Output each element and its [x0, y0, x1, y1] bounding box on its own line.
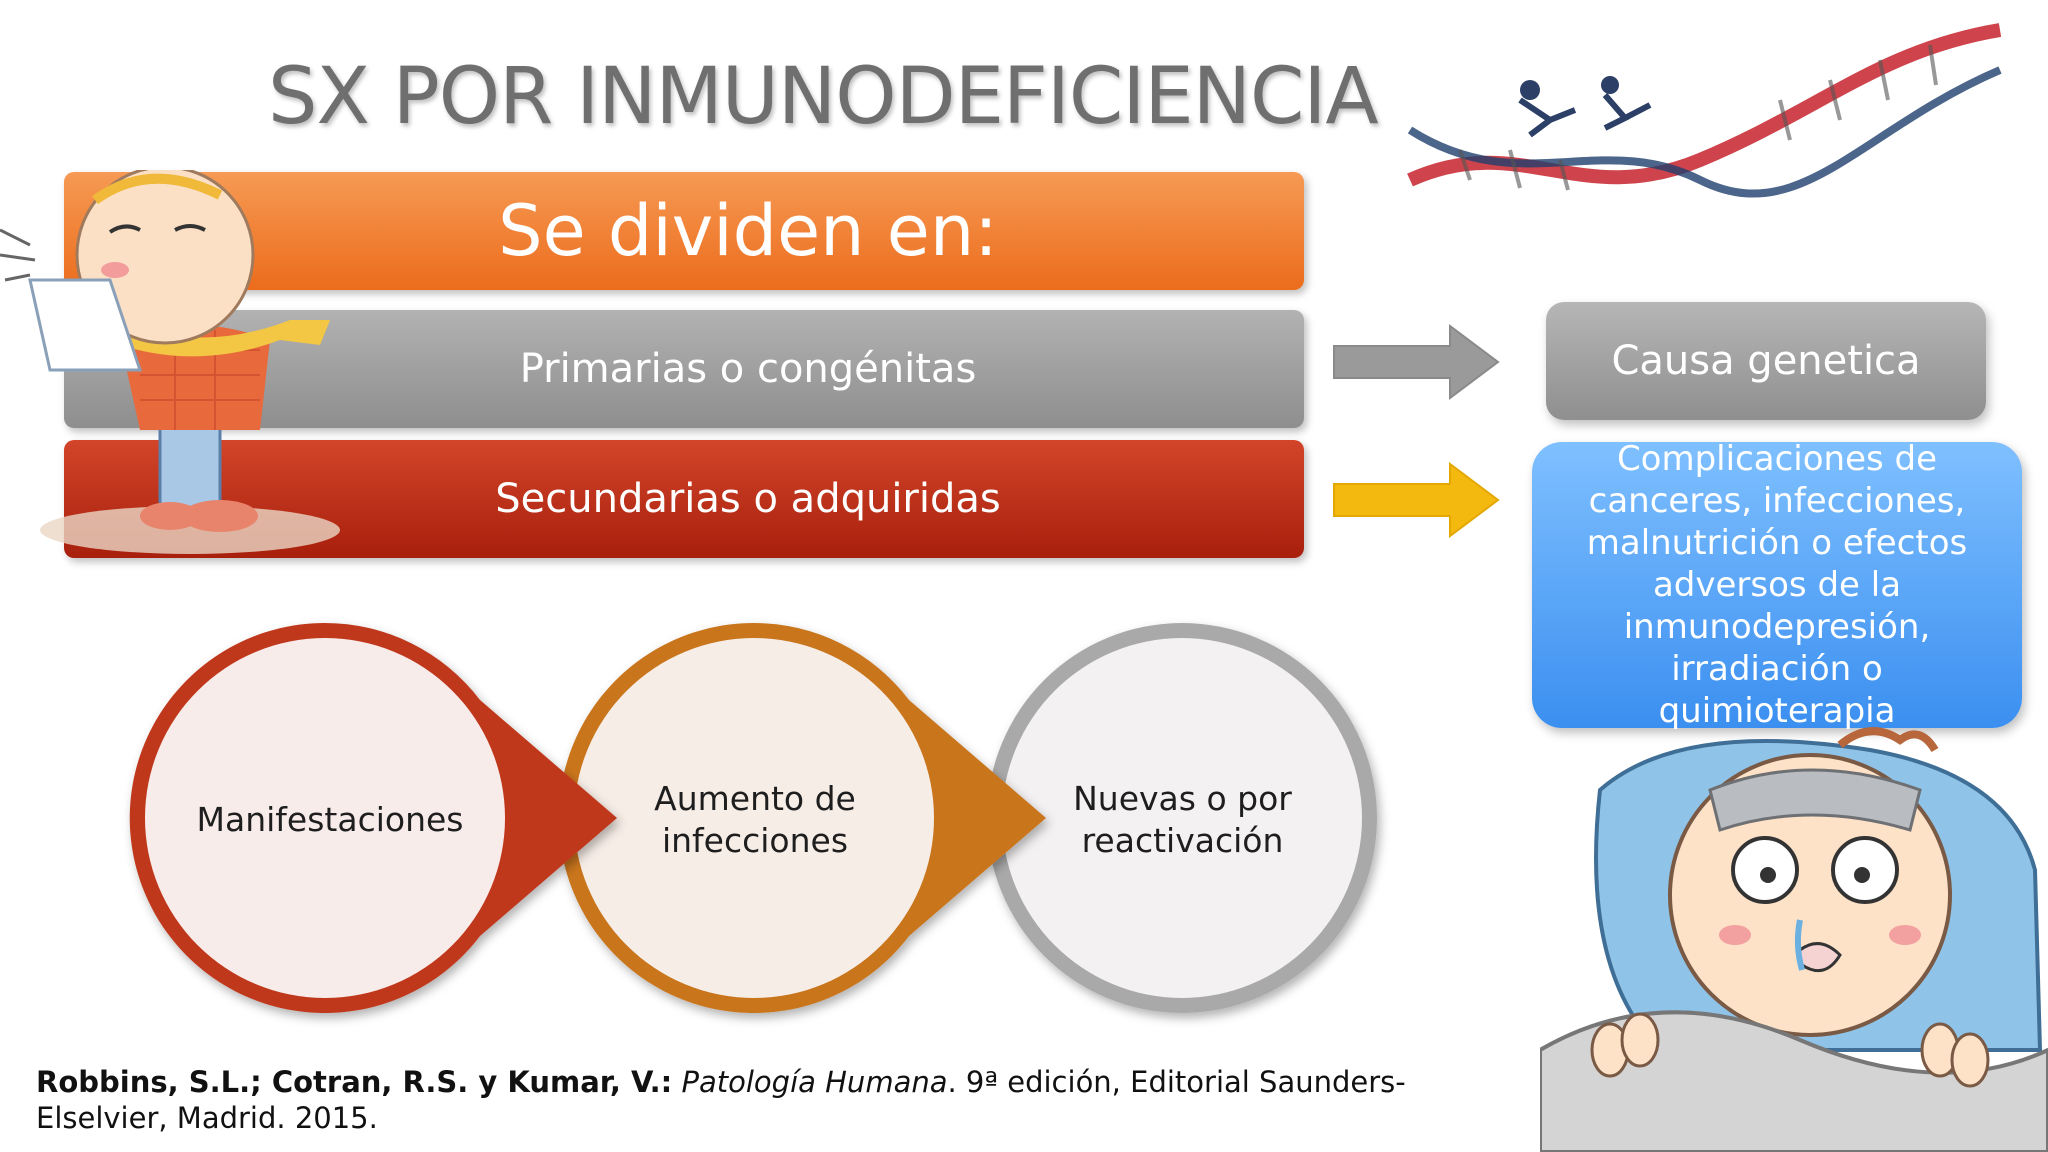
result-box-causa-genetica: Causa genetica	[1546, 302, 1986, 420]
slide-title: SX POR INMUNODEFICIENCIA	[268, 52, 1379, 142]
sneezing-child-illustration	[0, 170, 340, 554]
arrow-right-icon	[1333, 324, 1500, 400]
process-step-2	[558, 622, 1046, 1013]
process-step-1	[129, 622, 617, 1013]
reference-authors: Robbins, S.L.; Cotran, R.S. y Kumar, V.:	[36, 1065, 673, 1099]
reference-book-title: Patología Humana	[681, 1065, 948, 1099]
reference-details: . 9ª edición, Editorial Saunders-Elselvi…	[36, 1065, 1406, 1135]
arrow-right-icon	[1333, 462, 1500, 538]
process-step-2-label: Aumento de infecciones	[654, 779, 856, 860]
dna-helix-illustration	[1407, 23, 2002, 198]
reference-citation: Robbins, S.L.; Cotran, R.S. y Kumar, V.:…	[36, 1064, 1456, 1136]
header-bar: Se dividen en:	[64, 172, 1304, 290]
result-box-label: Causa genetica	[1611, 338, 1921, 384]
header-bar-label: Se dividen en:	[498, 190, 998, 272]
result-box-label: Complicaciones de canceres, infecciones,…	[1586, 439, 1968, 731]
process-step-1-label: Manifestaciones	[196, 800, 464, 839]
sick-child-in-bed-illustration	[1540, 727, 2048, 1152]
row-bar-label: Primarias o congénitas	[519, 346, 977, 392]
row-bar-secundarias: Secundarias o adquiridas	[64, 440, 1304, 558]
process-step-3-label: Nuevas o por reactivación	[1073, 779, 1292, 860]
row-bar-label: Secundarias o adquiridas	[495, 476, 1001, 522]
process-diagram	[129, 622, 1377, 1013]
process-step-3	[987, 623, 1377, 1013]
result-box-complicaciones: Complicaciones de canceres, infecciones,…	[1532, 439, 2022, 731]
